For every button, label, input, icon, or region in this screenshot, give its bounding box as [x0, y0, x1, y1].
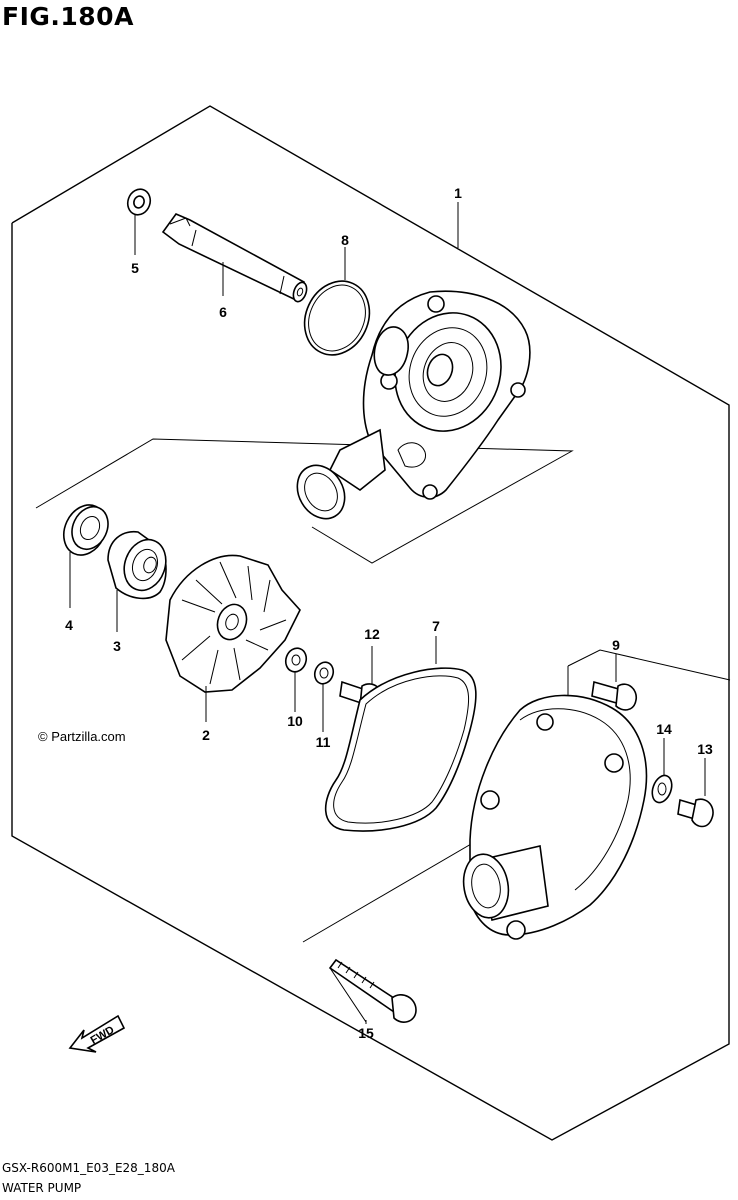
callout-12: 12 [364, 626, 380, 642]
assembly-frame [11, 105, 730, 1141]
bracket-cover-group [35, 438, 574, 564]
part-impeller-2 [165, 554, 301, 693]
part-pump-housing [462, 694, 648, 940]
fwd-arrow-icon: FWD [68, 1014, 126, 1053]
callout-numbers: 1 2 3 4 5 6 7 8 9 10 11 12 13 14 15 [65, 185, 713, 1041]
part-pump-shaft-6 [161, 213, 308, 303]
callout-5: 5 [131, 260, 139, 276]
callout-2: 2 [202, 727, 210, 743]
part-long-bolt-15 [328, 958, 417, 1023]
callout-9: 9 [612, 637, 620, 653]
callout-7: 7 [432, 618, 440, 634]
part-oil-seal-4 [63, 504, 109, 556]
part-washer-10 [284, 647, 308, 673]
leader-lines [69, 202, 706, 1024]
fwd-label: FWD [89, 1024, 117, 1047]
section-name: WATER PUMP [2, 1181, 82, 1195]
part-washer-11 [313, 661, 335, 685]
part-pump-body-1 [296, 290, 531, 520]
part-bolt-9 [591, 680, 638, 711]
part-washer-14 [651, 774, 673, 804]
part-washer-5 [126, 188, 152, 216]
watermark-text: © Partzilla.com [38, 729, 126, 744]
callout-15: 15 [358, 1025, 374, 1041]
callout-13: 13 [697, 741, 713, 757]
figure-title: FIG.180A [2, 2, 134, 31]
part-o-ring-8 [303, 280, 371, 356]
bracket-bolt-group [567, 649, 731, 681]
callout-6: 6 [219, 304, 227, 320]
part-mechanical-seal-3 [107, 531, 167, 600]
callout-3: 3 [113, 638, 121, 654]
callout-1: 1 [454, 185, 462, 201]
callout-8: 8 [341, 232, 349, 248]
part-bolt-13 [677, 798, 714, 828]
model-code: GSX-R600M1_E03_E28_180A [2, 1161, 175, 1175]
callout-10: 10 [287, 713, 303, 729]
part-gasket-7 [324, 667, 477, 832]
callout-4: 4 [65, 617, 73, 633]
callout-11: 11 [316, 734, 331, 750]
callout-14: 14 [656, 721, 672, 737]
